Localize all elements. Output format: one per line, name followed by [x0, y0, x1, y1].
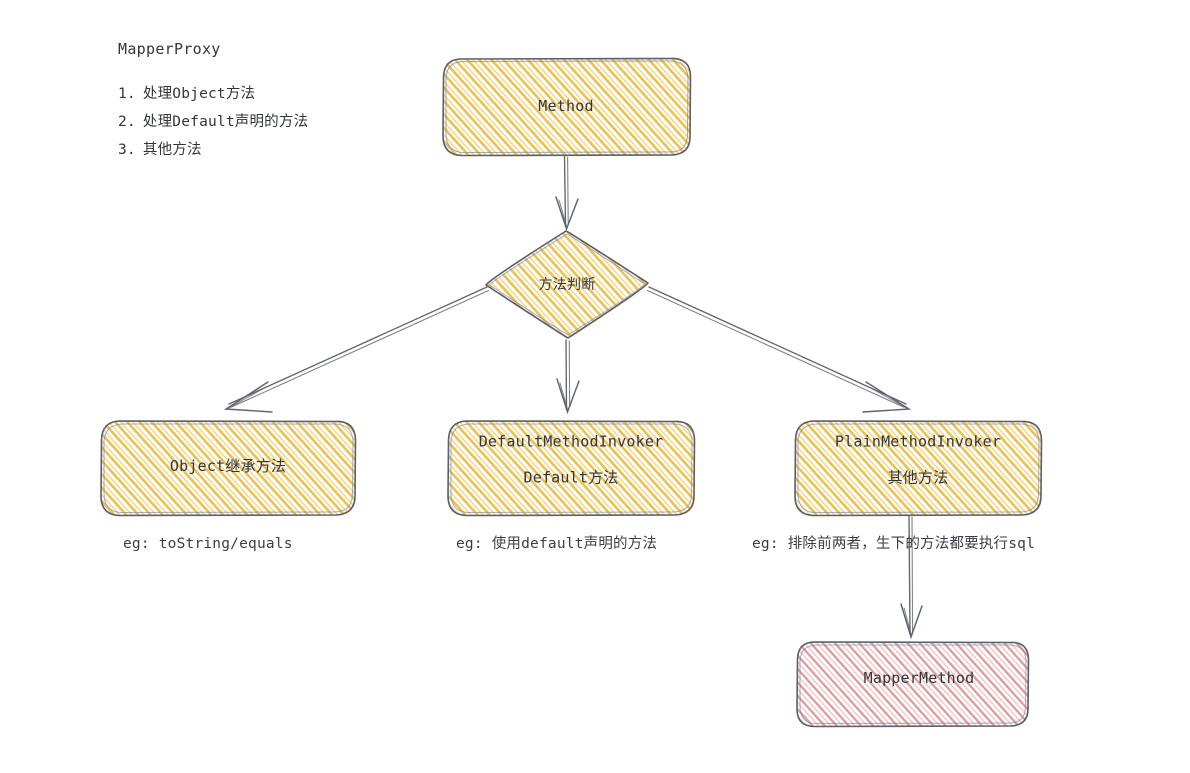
note-text: 其他方法: [142, 142, 202, 158]
node-mapper-method-shape[interactable]: [796, 641, 1030, 728]
node-label-default-invoker-line2: Default方法: [523, 468, 619, 486]
list-item: 3. 其他方法: [118, 138, 308, 159]
caption-plain: eg: 排除前两者，生下的方法都要执行sql: [752, 536, 1036, 552]
node-plain-invoker-shape[interactable]: [794, 420, 1043, 517]
node-method-shape[interactable]: [442, 57, 692, 157]
node-label-decision: 方法判断: [538, 276, 596, 293]
node-label-mapper-method: MapperMethod: [863, 669, 975, 688]
note-number: 2.: [118, 114, 136, 130]
node-label-plain-invoker: PlainMethodInvoker 其他方法: [835, 431, 1001, 489]
node-default-invoker-shape[interactable]: [447, 420, 696, 517]
arrow-decision-to-plain: [646, 286, 912, 413]
node-object-invoker-shape[interactable]: [100, 420, 357, 517]
list-item: 2. 处理Default声明的方法: [118, 110, 308, 131]
page-title: MapperProxy: [118, 40, 221, 58]
caption-object: eg: toString/equals: [123, 536, 293, 552]
note-number: 3.: [118, 142, 136, 158]
arrow-method-to-decision: [555, 155, 579, 232]
list-item: 1. 处理Object方法: [118, 82, 308, 103]
node-label-default-invoker: DefaultMethodInvoker Default方法: [479, 431, 664, 489]
arrow-plain-to-mapper: [900, 515, 923, 640]
note-text: 处理Object方法: [142, 86, 256, 102]
node-label-method: Method: [538, 97, 594, 116]
notes-list: 1. 处理Object方法 2. 处理Default声明的方法 3. 其他方法: [118, 82, 308, 159]
node-label-default-invoker-line1: DefaultMethodInvoker: [478, 432, 664, 451]
arrow-decision-to-object: [223, 286, 490, 413]
title-block: MapperProxy 1. 处理Object方法 2. 处理Default声明的方…: [118, 40, 308, 166]
note-number: 1.: [118, 86, 136, 102]
node-decision-shape[interactable]: [485, 230, 649, 339]
note-text: 处理Default声明的方法: [142, 114, 309, 130]
caption-default: eg: 使用default声明的方法: [456, 536, 658, 552]
node-label-object-invoker: Object继承方法: [169, 457, 287, 476]
node-label-plain-invoker-line2: 其他方法: [887, 468, 949, 486]
arrow-decision-to-default: [556, 339, 580, 415]
node-label-plain-invoker-line1: PlainMethodInvoker: [834, 432, 1002, 451]
